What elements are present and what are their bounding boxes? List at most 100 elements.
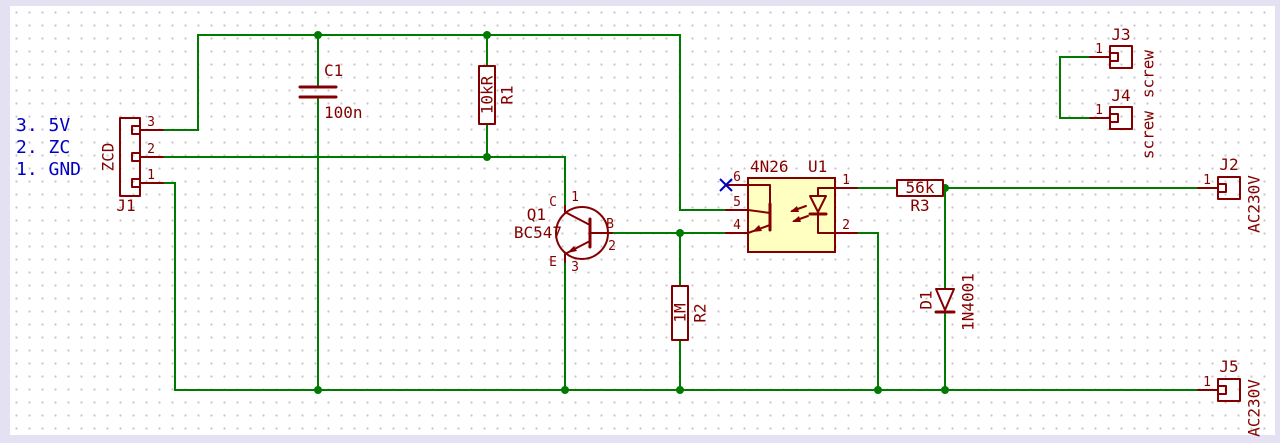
component-value: 1M xyxy=(671,303,690,322)
component-ref: U1 xyxy=(808,157,827,176)
pin-number: 4 xyxy=(733,218,741,233)
note-line-3: 1. GND xyxy=(16,159,81,180)
junction-dot xyxy=(561,386,569,394)
note-line-2: 2. ZC xyxy=(16,137,70,158)
light-arrows-icon xyxy=(790,205,809,222)
junction-dot xyxy=(874,386,882,394)
junction-dot xyxy=(483,31,491,39)
pin-number: 2 xyxy=(842,218,850,233)
emitter-arrow-icon xyxy=(752,225,762,232)
phototransistor-collector xyxy=(747,209,771,214)
component-ref: Q1 xyxy=(527,205,546,224)
led-anode-lead xyxy=(817,187,836,197)
wire-u1-pin2-to-gnd[interactable] xyxy=(856,232,879,391)
component-ref: J1 xyxy=(116,196,135,215)
pin-number: 1 xyxy=(1095,103,1103,118)
pin-square xyxy=(1217,385,1227,395)
junction-dot xyxy=(314,386,322,394)
junction-dot xyxy=(941,386,949,394)
led-cathode-lead xyxy=(817,213,836,234)
component-j3[interactable]: 1 J3 screw xyxy=(1089,25,1158,99)
junction-dot xyxy=(676,386,684,394)
wire-gnd-rail[interactable] xyxy=(162,182,1199,391)
pin-square xyxy=(1217,183,1227,193)
component-value: AC230V xyxy=(1245,175,1264,233)
wire-5v-rail[interactable] xyxy=(162,34,727,211)
component-value: 4N26 xyxy=(750,157,789,176)
pin-square xyxy=(131,178,141,188)
component-j4[interactable]: 1 J4 screw xyxy=(1089,86,1158,160)
pin-square xyxy=(1109,113,1119,123)
pin-label-base: B xyxy=(606,217,614,232)
component-value: 100n xyxy=(324,103,363,122)
text-notes: 3. 5V 2. ZC 1. GND xyxy=(16,115,81,180)
component-j1[interactable]: 3 2 1 ZCD J1 xyxy=(99,115,164,215)
pin-number: 1 xyxy=(1203,173,1211,188)
component-u1[interactable]: 6 5 4 1 2 4N26 U1 xyxy=(719,157,858,253)
component-c1[interactable]: C1 100n xyxy=(298,61,363,122)
component-ref: R1 xyxy=(498,85,517,104)
component-q1[interactable]: C 1 B 2 E 3 Q1 BC547 xyxy=(514,190,616,275)
component-ref: J4 xyxy=(1111,86,1130,105)
resistor-body xyxy=(896,179,944,197)
junctions xyxy=(314,31,949,394)
junction-dot xyxy=(314,31,322,39)
component-value: 1N4001 xyxy=(959,273,978,331)
component-ref: C1 xyxy=(324,61,343,80)
pin-number: 1 xyxy=(842,173,850,188)
pin-label-emitter: E xyxy=(549,255,557,270)
emitter-pin xyxy=(564,240,591,263)
component-ref: J2 xyxy=(1219,155,1238,174)
pin-number-collector: 1 xyxy=(571,190,579,205)
junction-dot xyxy=(676,229,684,237)
pin-square xyxy=(1109,52,1119,62)
component-value: screw xyxy=(1139,111,1158,160)
connector-body xyxy=(1217,378,1241,402)
pin-number: 6 xyxy=(733,170,741,185)
pin-number: 1 xyxy=(147,168,155,183)
component-ref: R3 xyxy=(910,196,929,215)
schematic-sheet-background xyxy=(10,6,1275,435)
pin-square xyxy=(131,125,141,135)
component-value: 10kR xyxy=(478,75,497,114)
component-r1[interactable]: 10kR R1 xyxy=(478,65,517,125)
component-value: ZCD xyxy=(99,143,118,172)
pin-square xyxy=(131,152,141,162)
connector-body xyxy=(1109,45,1133,69)
pin-number: 1 xyxy=(1203,375,1211,390)
component-ref: J5 xyxy=(1219,357,1238,376)
connector-body xyxy=(119,117,141,197)
component-value: screw xyxy=(1139,50,1158,99)
component-j5[interactable]: 1 J5 AC230V xyxy=(1197,357,1264,437)
pin-number: 2 xyxy=(147,142,155,157)
component-d1[interactable]: D1 1N4001 xyxy=(917,273,978,331)
component-value: BC547 xyxy=(514,223,562,242)
junction-dot xyxy=(483,153,491,161)
pin-number: 5 xyxy=(733,195,741,210)
connector-body xyxy=(1217,176,1241,200)
component-ref: D1 xyxy=(917,290,936,309)
component-r3[interactable]: 56k R3 xyxy=(896,178,944,215)
pin-number: 3 xyxy=(147,115,155,130)
resistor-body xyxy=(478,65,496,125)
component-r2[interactable]: 1M R2 xyxy=(671,285,710,341)
component-value: 56k xyxy=(906,178,935,197)
wire-j3-to-j4[interactable] xyxy=(1059,56,1091,119)
note-line-1: 3. 5V xyxy=(16,115,70,136)
pin-number: 1 xyxy=(1095,42,1103,57)
led-triangle xyxy=(809,195,827,213)
component-value: AC230V xyxy=(1245,379,1264,437)
component-j2[interactable]: 1 J2 AC230V xyxy=(1197,155,1264,233)
resistor-body xyxy=(671,285,689,341)
pin-label-collector: C xyxy=(549,195,557,210)
pin-number-emitter: 3 xyxy=(571,260,579,275)
phototransistor-base xyxy=(747,184,771,205)
collector-pin xyxy=(564,205,591,226)
pin-number-base: 2 xyxy=(608,239,616,254)
connector-body xyxy=(1109,106,1133,130)
wire-zc-to-collector[interactable] xyxy=(162,156,566,207)
diode-triangle xyxy=(935,288,955,311)
emitter-arrow-icon xyxy=(567,246,577,253)
